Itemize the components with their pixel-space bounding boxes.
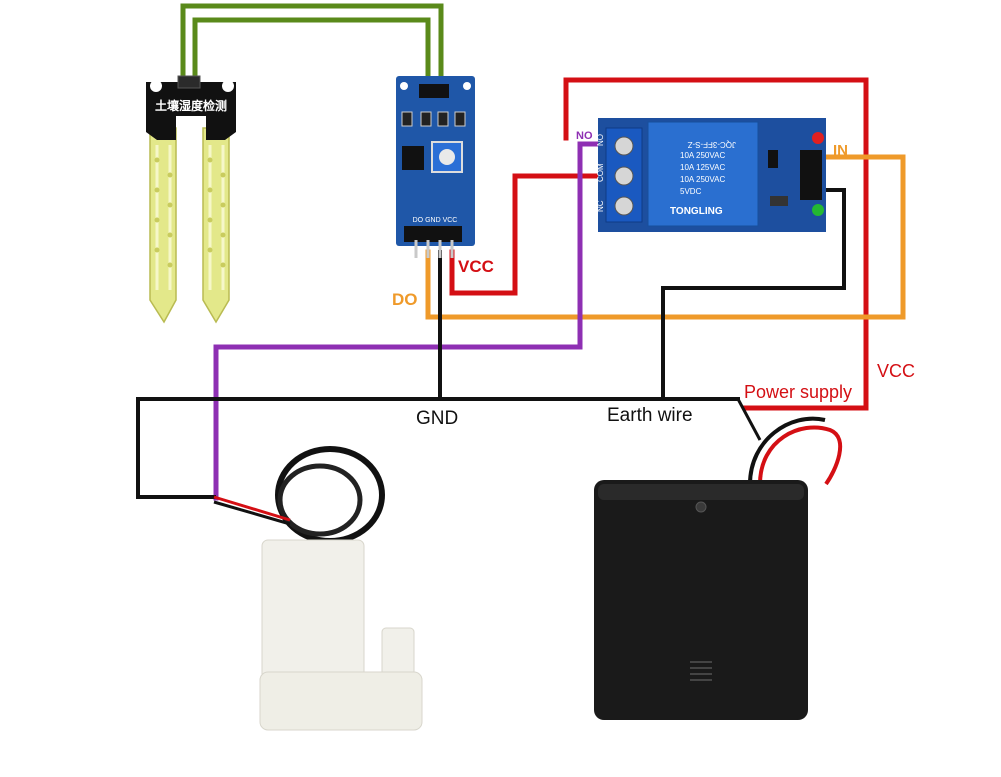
terminal-screw-no-icon <box>614 136 634 156</box>
battery-box <box>594 398 843 720</box>
relay-rating-2: 10A 125VAC <box>680 163 725 172</box>
terminal-screw-nc-icon <box>614 196 634 216</box>
wire-green-inner <box>192 17 431 91</box>
water-pump <box>213 446 423 731</box>
sensor-header <box>419 84 449 98</box>
terminal-label-com: COM <box>596 163 605 182</box>
battery-lead-red <box>758 425 843 486</box>
pump-base <box>259 671 423 731</box>
relay-body <box>647 121 759 227</box>
label-do: DO <box>392 290 418 309</box>
probe-label: 土壤湿度检测 <box>155 98 227 113</box>
relay-led-red-icon <box>812 132 824 144</box>
probe-head <box>146 82 236 140</box>
wire-green-outer <box>180 3 444 91</box>
terminal-screw-com-icon <box>614 166 634 186</box>
probe-hole-right <box>222 80 234 92</box>
pump-top <box>261 539 365 681</box>
probe-prong-right <box>202 127 230 324</box>
label-no: NO <box>576 130 593 142</box>
relay-input-header <box>800 150 822 200</box>
label-vcc-relay: VCC <box>877 361 915 381</box>
battery-switch-icon <box>690 661 712 681</box>
battery-lead-black <box>748 416 826 485</box>
terminal-label-nc: NC <box>596 200 605 212</box>
probe-dots <box>154 157 226 268</box>
label-vcc-sensor: VCC <box>458 257 494 276</box>
relay-transistor <box>768 150 778 168</box>
pump-outlet <box>381 627 415 679</box>
potentiometer-knob-icon <box>439 149 455 165</box>
relay-rating-3: 10A 250VAC <box>680 175 725 184</box>
label-gnd: GND <box>416 408 458 429</box>
probe-hole-left <box>150 80 162 92</box>
sensor-module: DO GND VCC <box>396 76 475 258</box>
sensor-pins <box>414 240 454 258</box>
relay-print: JQC-3FF-S-Z 10A 250VAC 10A 125VAC 10A 25… <box>670 140 736 217</box>
sensor-resistor-4 <box>454 111 466 127</box>
label-power-supply: Power supply <box>744 382 852 402</box>
wire-black-earth <box>661 188 846 401</box>
probe-prong-left <box>149 127 177 324</box>
relay-module: NO COM NC JQC-3FF-S-Z 10A 250VAC 10A 125… <box>596 118 826 232</box>
relay-rating-1: 10A 250VAC <box>680 151 725 160</box>
sensor-resistor-2 <box>420 111 432 127</box>
sensor-hole-left <box>400 82 408 90</box>
terminal-label-no: NO <box>596 134 605 146</box>
sensor-hole-right <box>463 82 471 90</box>
relay-led-green-icon <box>812 204 824 216</box>
pump-cable-coil-inner <box>277 463 363 537</box>
soil-moisture-probe: 土壤湿度检测 <box>146 75 236 324</box>
probe-connector <box>177 75 201 89</box>
relay-model: JQC-3FF-S-Z <box>687 140 736 149</box>
relay-rating-4: 5VDC <box>680 187 702 196</box>
sensor-resistor-1 <box>401 111 413 127</box>
battery-screw-icon <box>695 501 707 513</box>
labels: NO IN VCC DO VCC Power supply GND Earth … <box>392 130 915 429</box>
battery-lead-to-bus <box>736 398 762 441</box>
label-earth-wire: Earth wire <box>607 405 693 426</box>
sensor-resistor-3 <box>437 111 449 127</box>
wire-black-pump <box>136 397 216 499</box>
pump-lead-wires <box>213 495 291 522</box>
relay-diode <box>770 196 788 206</box>
wire-orange-do <box>425 154 906 320</box>
pump-lead-black <box>213 500 291 526</box>
relay-brand: TONGLING <box>670 206 723 217</box>
label-in: IN <box>833 142 848 159</box>
battery-lid-edge <box>598 484 804 500</box>
battery-case <box>594 480 808 720</box>
wire-red-vcc-sensor <box>449 173 623 296</box>
sensor-pin-labels: DO GND VCC <box>413 217 458 224</box>
sensor-pin-header <box>404 226 462 242</box>
sensor-chip <box>402 146 424 170</box>
